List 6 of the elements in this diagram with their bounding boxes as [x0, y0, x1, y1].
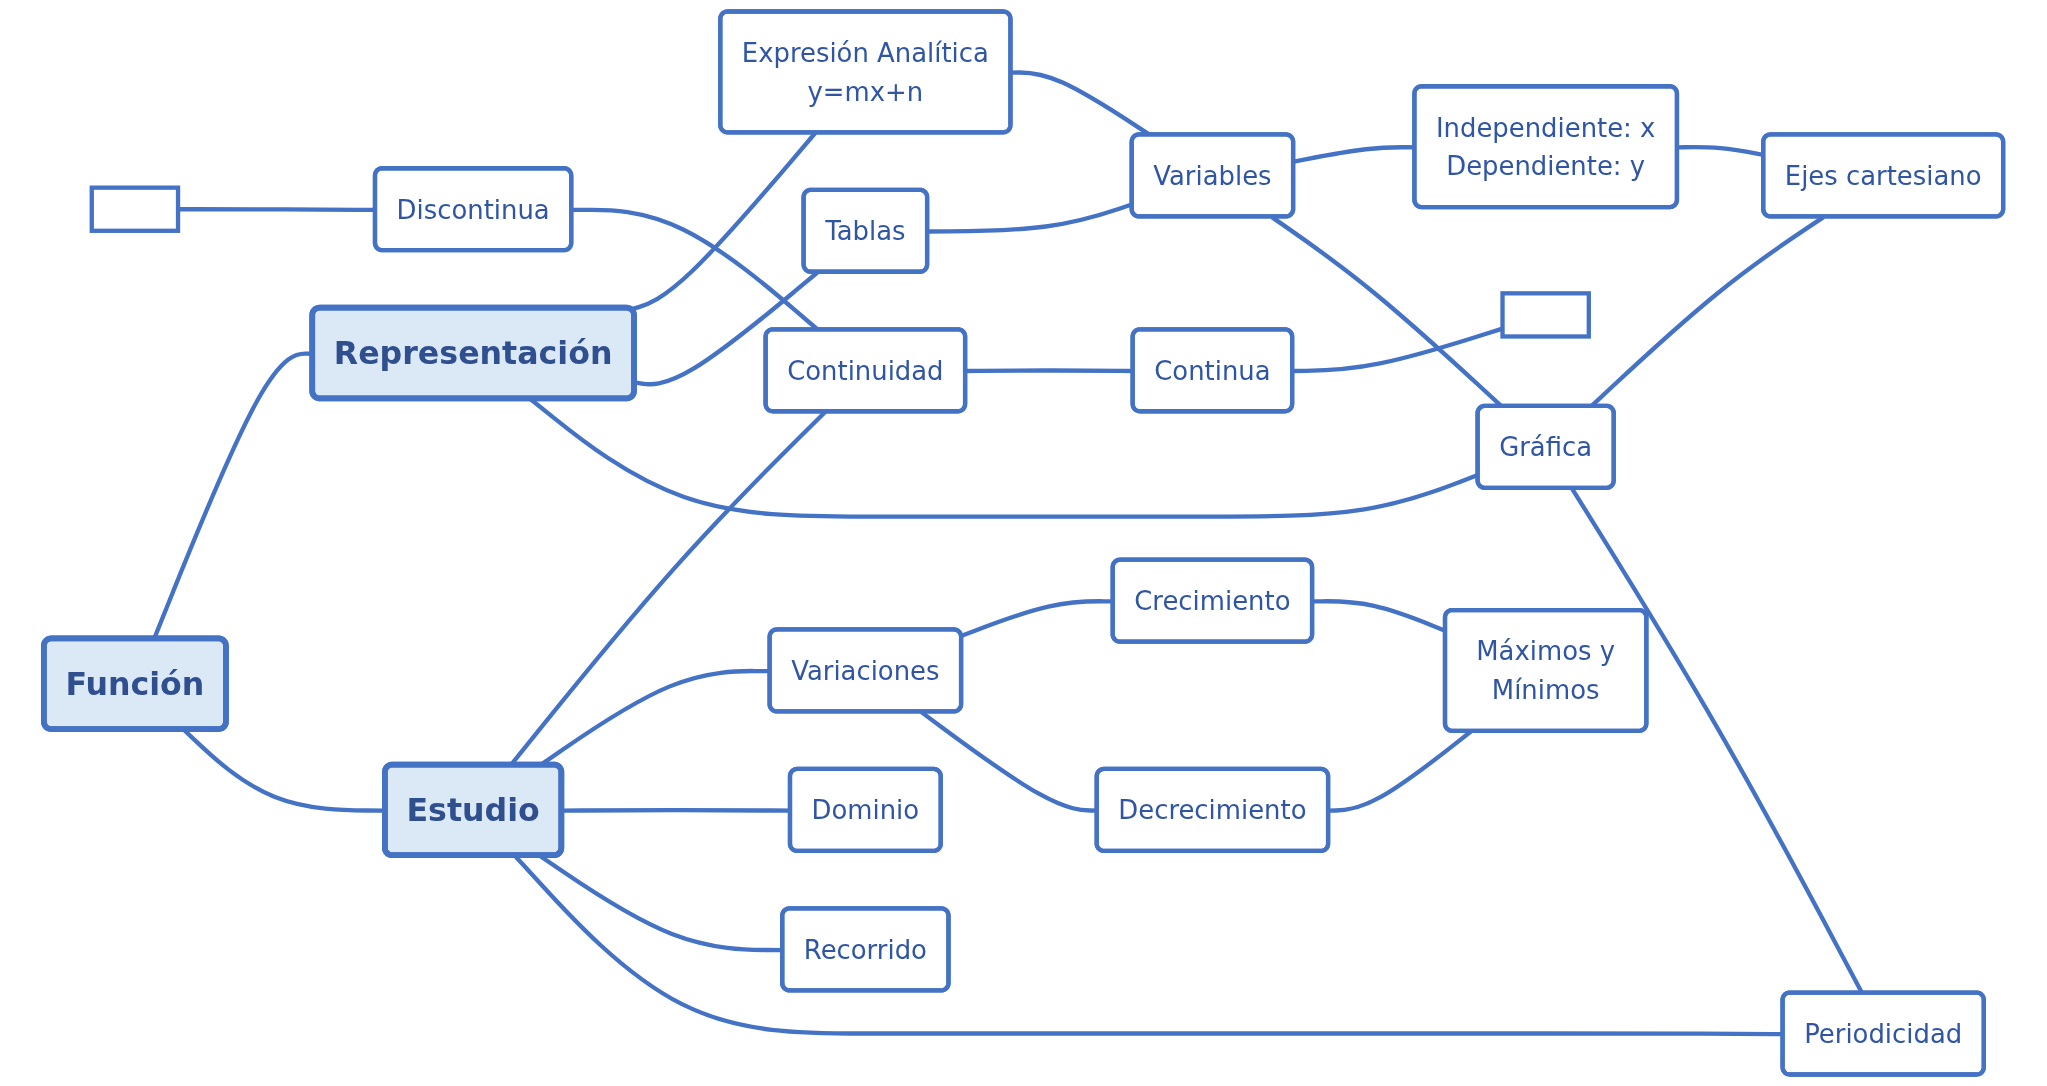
node-box — [89, 185, 181, 233]
node-box — [1500, 291, 1591, 339]
connector — [965, 368, 1134, 374]
connector — [562, 808, 791, 813]
connector — [960, 599, 1114, 638]
connector — [178, 207, 376, 213]
